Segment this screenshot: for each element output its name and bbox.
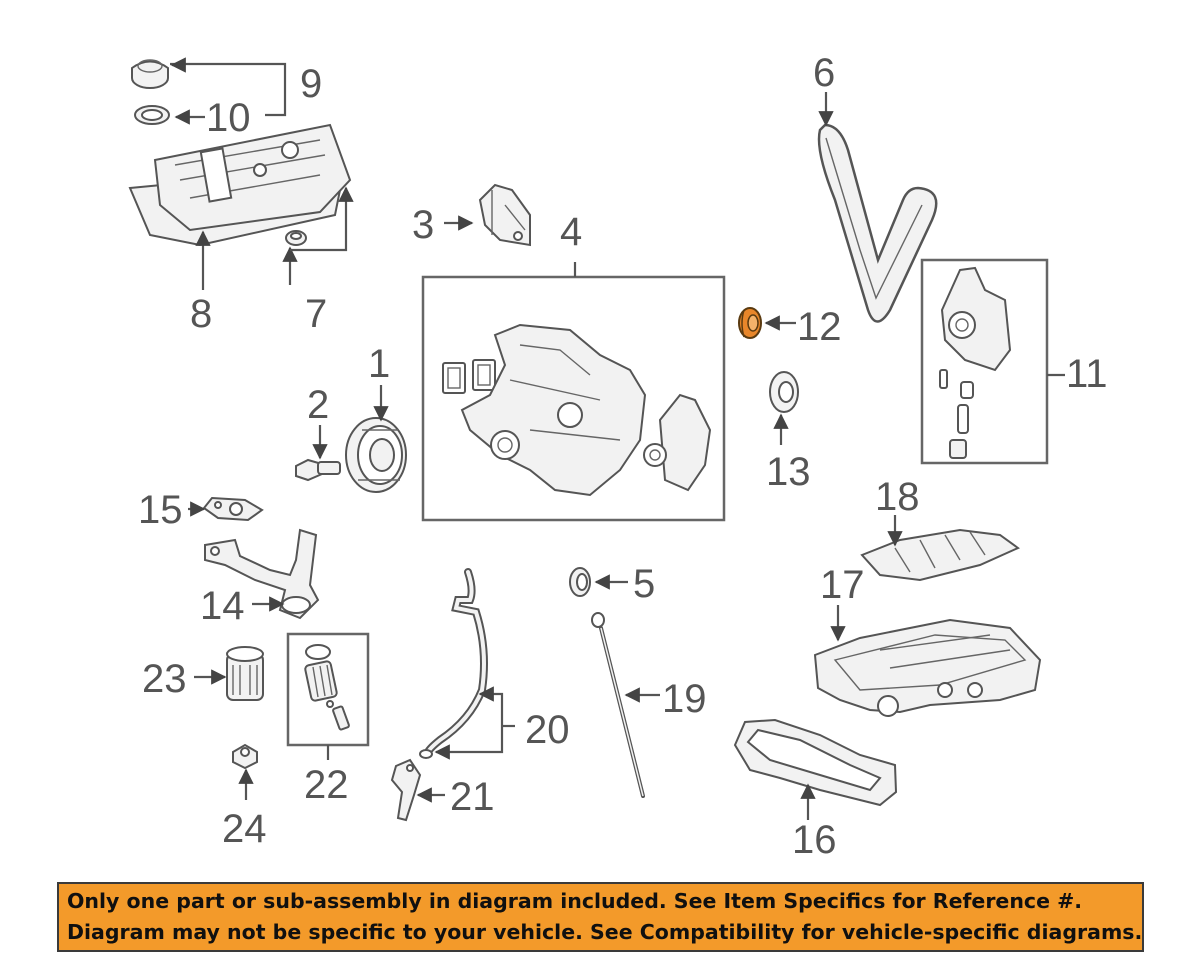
drain-plug-part — [232, 743, 258, 770]
cap-gasket-part — [134, 105, 170, 125]
disclaimer-banner: Only one part or sub-assembly in diagram… — [57, 882, 1144, 952]
callout-8: 8 — [190, 292, 212, 336]
callout-9-leader — [170, 62, 287, 117]
callout-22: 22 — [304, 763, 349, 807]
callout-11: 11 — [1066, 352, 1108, 396]
callout-10: 10 — [206, 96, 251, 140]
upper-oil-pan-part — [813, 618, 1042, 717]
callout-20-leader-b — [434, 720, 504, 760]
callout-2: 2 — [307, 383, 329, 427]
disclaimer-line-2: Diagram may not be specific to your vehi… — [67, 920, 1143, 944]
oil-pump-kit-box — [920, 258, 1049, 465]
crankshaft-bolt-part — [295, 458, 341, 482]
callout-5: 5 — [633, 562, 655, 606]
valve-cover-part — [128, 123, 352, 247]
callout-13: 13 — [766, 450, 811, 494]
callout-16: 16 — [792, 818, 837, 862]
oil-filter-element-part — [304, 644, 350, 731]
dipstick-seal-part — [569, 567, 591, 597]
callout-15: 15 — [138, 488, 183, 532]
crankshaft-sprocket-part — [769, 371, 799, 413]
callout-23: 23 — [142, 657, 187, 701]
crankshaft-pulley-part — [345, 417, 407, 493]
callout-24: 24 — [222, 807, 267, 851]
callout-19: 19 — [662, 677, 707, 721]
callout-9: 9 — [300, 62, 322, 106]
callout-20: 20 — [525, 708, 570, 752]
timing-chain-part — [817, 123, 938, 323]
callout-17: 17 — [820, 563, 865, 607]
callout-7: 7 — [305, 292, 327, 336]
strainer-gasket-part — [202, 496, 264, 522]
callout-1: 1 — [368, 342, 390, 386]
bracket-part — [478, 183, 531, 247]
callout-6: 6 — [813, 51, 835, 95]
callout-4: 4 — [560, 210, 582, 254]
callout-7-leader-b — [290, 188, 346, 252]
oil-pump-part — [939, 266, 1012, 459]
callout-20-leader-a — [478, 686, 504, 720]
oil-strainer-part — [204, 528, 320, 620]
tube-bracket-part — [390, 758, 422, 822]
oil-filter-housing-part — [226, 646, 264, 701]
oil-filler-cap-part — [131, 59, 169, 89]
callout-3: 3 — [412, 203, 434, 247]
callout-18: 18 — [875, 475, 920, 519]
disclaimer-line-1: Only one part or sub-assembly in diagram… — [67, 889, 1083, 913]
dipstick-part — [591, 612, 645, 798]
callout-21: 21 — [450, 775, 495, 819]
callout-12: 12 — [797, 305, 842, 349]
timing-cover-part — [442, 323, 712, 497]
front-crank-seal-part-highlighted — [738, 307, 762, 339]
plug-seal-part — [285, 230, 307, 246]
engine-parts-diagram: 9 10 8 7 3 4 — [128, 51, 1108, 862]
dipstick-tube-part — [419, 568, 488, 759]
lower-oil-pan-part — [733, 718, 898, 807]
timing-cover-kit-box — [421, 275, 726, 522]
oil-baffle-part — [860, 528, 1020, 582]
callout-14: 14 — [200, 584, 245, 628]
